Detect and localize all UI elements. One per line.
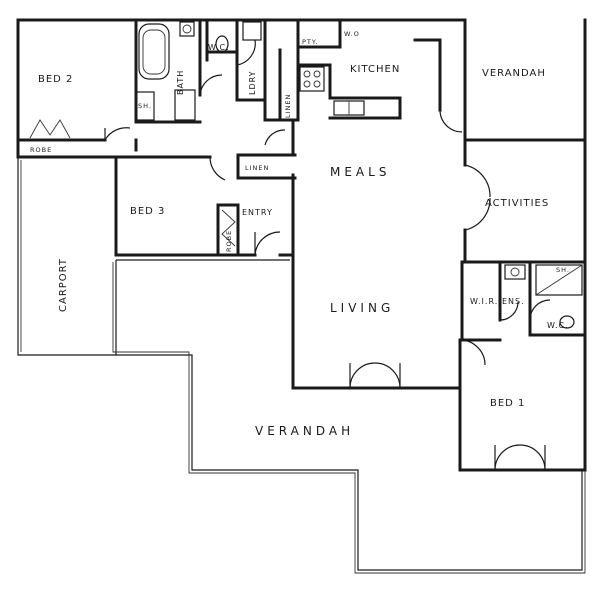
- verandah-bottom-outline: [112, 259, 586, 574]
- label-wc-ens: W.C.: [547, 321, 569, 330]
- label-bed3: BED 3: [130, 206, 165, 217]
- label-pty: PTY.: [302, 38, 319, 46]
- label-activities: ACTIVITIES: [485, 198, 549, 209]
- label-entry: ENTRY: [242, 208, 273, 217]
- label-shower-ens: SH.: [556, 266, 570, 274]
- label-meals: MEALS: [330, 165, 390, 179]
- label-wo: W.O: [344, 30, 360, 38]
- label-carport: CARPORT: [58, 258, 69, 312]
- label-living: LIVING: [330, 301, 394, 315]
- label-kitchen: KITCHEN: [350, 64, 400, 75]
- label-wir-ens: W.I.R./ENS.: [470, 297, 525, 306]
- fixtures: [29, 21, 583, 329]
- main-walls: [16, 18, 587, 472]
- label-bath: BATH: [176, 70, 185, 95]
- label-bed2: BED 2: [38, 74, 73, 85]
- label-verandah-top: VERANDAH: [482, 68, 546, 79]
- label-linen-lndry: LINEN: [284, 94, 292, 118]
- label-robe-bed3: ROBE: [225, 230, 233, 252]
- label-lndry: LDRY: [248, 70, 257, 95]
- carport-outline: [17, 156, 116, 356]
- label-verandah-bottom: VERANDAH: [255, 424, 354, 438]
- label-robe-bed2: ROBE: [30, 146, 52, 154]
- label-wc: W.C.: [208, 43, 230, 52]
- label-linen-hall: LINEN: [245, 164, 269, 172]
- room-labels: BED 2 ROBE BATH SH. W.C. LDRY LINEN PTY.…: [30, 30, 570, 438]
- label-shower-bath: SH.: [138, 102, 152, 110]
- doors: [104, 39, 551, 471]
- label-bed1: BED 1: [490, 398, 525, 409]
